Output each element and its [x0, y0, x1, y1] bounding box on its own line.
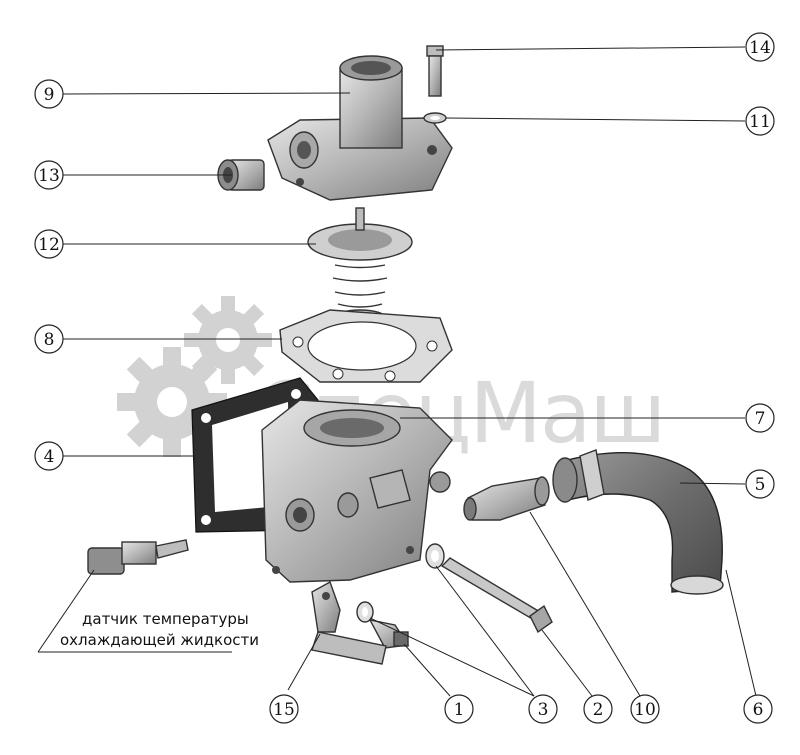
- svg-text:14: 14: [749, 38, 771, 58]
- part-thermostat-12: [307, 207, 413, 327]
- svg-text:1: 1: [454, 700, 465, 720]
- svg-text:7: 7: [755, 409, 766, 429]
- leader-lines: [37, 46, 757, 697]
- callout-3: 3: [528, 694, 558, 724]
- callout-5: 5: [745, 469, 775, 499]
- part-bolt-2: [440, 557, 553, 634]
- part-plug-1: [368, 619, 410, 649]
- callout-8: 8: [34, 324, 64, 354]
- part-hose-5: [552, 449, 724, 595]
- svg-text:12: 12: [38, 235, 60, 255]
- part-bolt-14: [426, 45, 444, 97]
- part-coolant-temperature-sensor: [87, 539, 189, 575]
- callout-4: 4: [34, 441, 64, 471]
- svg-text:15: 15: [273, 700, 295, 720]
- svg-text:3: 3: [538, 700, 549, 720]
- part-washer-11: [423, 112, 447, 124]
- svg-text:5: 5: [755, 475, 766, 495]
- part-thermostat-cover: [267, 55, 453, 201]
- svg-text:4: 4: [44, 447, 55, 467]
- callout-7: 7: [745, 403, 775, 433]
- svg-text:охлаждающей жидкости: охлаждающей жидкости: [60, 631, 259, 649]
- callout-12: 12: [34, 229, 64, 259]
- svg-text:2: 2: [593, 700, 604, 720]
- part-washer-3: [356, 543, 445, 623]
- callout-13: 13: [34, 160, 64, 190]
- callout-10: 10: [630, 694, 660, 724]
- svg-text:датчик температуры: датчик температуры: [82, 610, 249, 628]
- sensor-label: датчик температуры охлаждающей жидкости: [60, 610, 259, 649]
- part-bracket-15: [311, 580, 387, 665]
- svg-text:10: 10: [634, 700, 656, 720]
- svg-text:6: 6: [753, 700, 764, 720]
- svg-text:9: 9: [44, 85, 55, 105]
- callouts: 14 9 11 13 12 8 7 4: [34, 32, 775, 724]
- svg-text:8: 8: [44, 330, 55, 350]
- svg-text:11: 11: [749, 112, 771, 132]
- svg-text:13: 13: [38, 166, 60, 186]
- callout-1: 1: [444, 694, 474, 724]
- part-gasket-8: [279, 309, 453, 383]
- callout-6: 6: [743, 694, 773, 724]
- part-thermostat-housing-7: [261, 399, 453, 583]
- callout-2: 2: [583, 694, 613, 724]
- callout-9: 9: [34, 79, 64, 109]
- callout-15: 15: [269, 694, 299, 724]
- callout-14: 14: [745, 32, 775, 62]
- callout-11: 11: [745, 106, 775, 136]
- part-fitting-10: [463, 476, 550, 521]
